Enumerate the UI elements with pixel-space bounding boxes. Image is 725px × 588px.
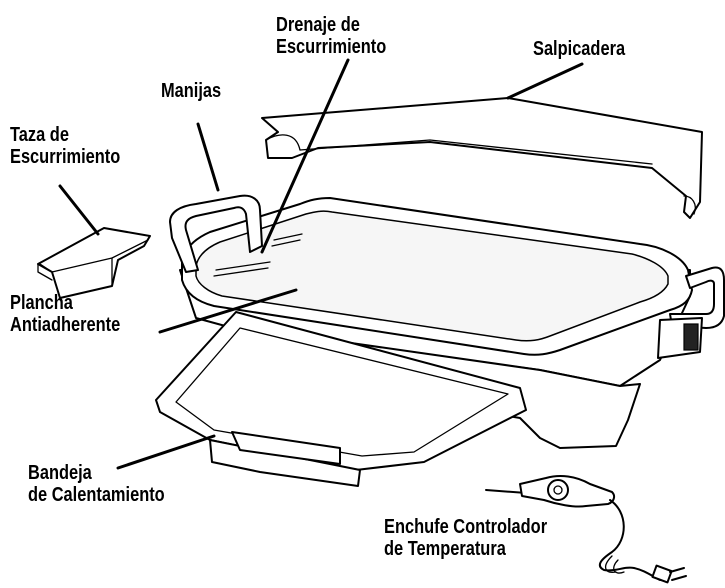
griddle-body <box>169 194 725 449</box>
leader-taza <box>58 184 100 236</box>
label-enchufe-line1: Enchufe Controlador <box>384 516 548 538</box>
label-enchufe-line2: de Temperatura <box>384 538 506 560</box>
label-salpicadera-text: Salpicadera <box>533 38 626 60</box>
label-drenaje: Drenaje de Escurrimiento <box>276 14 386 58</box>
label-plancha: Plancha Antiadherente <box>10 292 120 336</box>
label-bandeja-line1: Bandeja <box>28 462 92 484</box>
label-drenaje-line2: Escurrimiento <box>276 36 387 58</box>
label-manijas: Manijas <box>161 80 221 102</box>
label-enchufe: Enchufe Controlador de Temperatura <box>384 516 547 560</box>
label-salpicadera: Salpicadera <box>533 38 625 60</box>
leader-manijas <box>196 122 220 192</box>
label-bandeja: Bandeja de Calentamiento <box>28 462 165 506</box>
leader-drenaje <box>260 58 350 254</box>
temperature-control-probe <box>485 475 687 584</box>
leader-salpicadera <box>506 62 584 100</box>
label-plancha-line1: Plancha <box>10 292 73 314</box>
label-taza-line2: Escurrimiento <box>10 146 121 168</box>
splatter-guard <box>261 97 703 219</box>
drip-cup <box>37 227 151 299</box>
label-taza-line1: Taza de <box>10 124 69 146</box>
label-drenaje-line1: Drenaje de <box>276 14 360 36</box>
label-bandeja-line2: de Calentamiento <box>28 484 165 506</box>
label-manijas-text: Manijas <box>161 80 222 102</box>
leader-plancha <box>158 288 298 334</box>
warming-tray <box>155 311 527 487</box>
leader-bandeja <box>116 434 216 470</box>
label-taza: Taza de Escurrimiento <box>10 124 120 168</box>
label-plancha-line2: Antiadherente <box>10 314 121 336</box>
